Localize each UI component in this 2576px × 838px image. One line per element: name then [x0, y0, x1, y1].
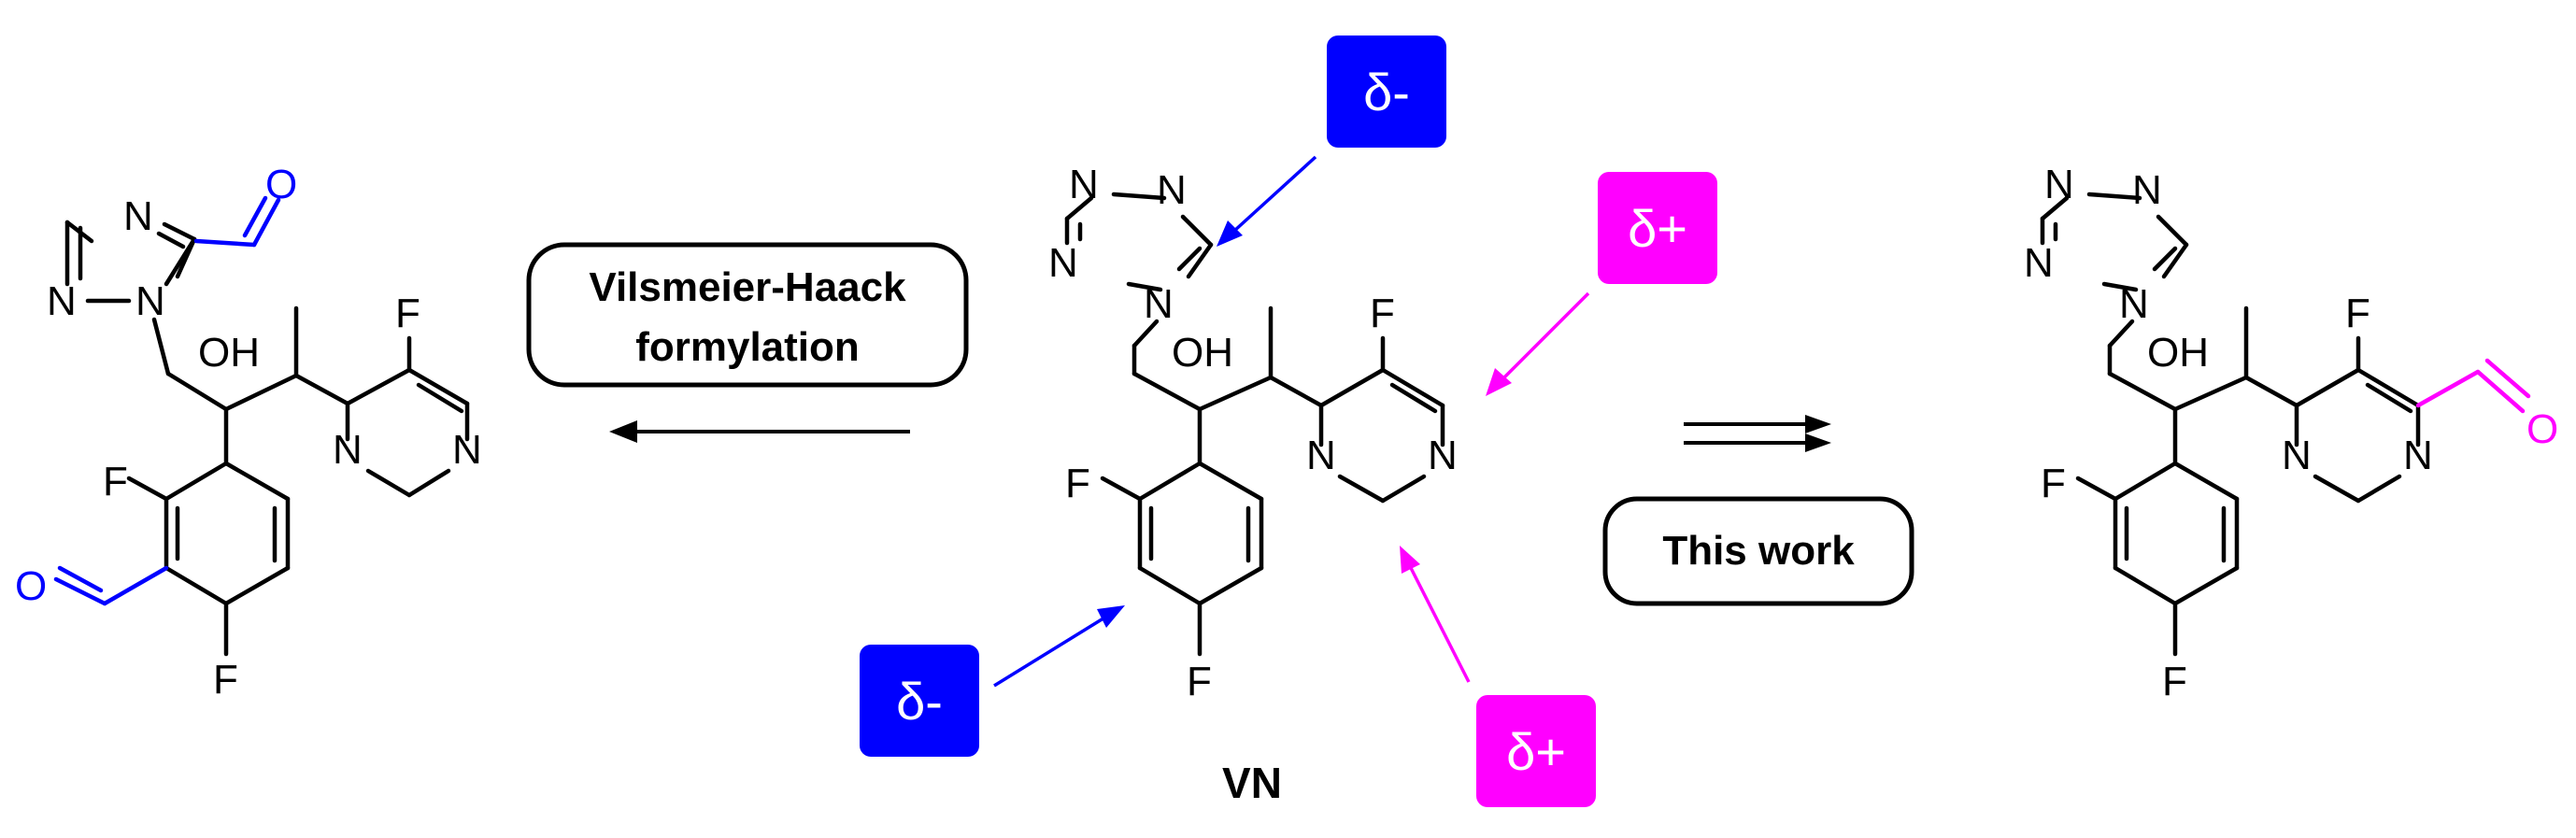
right-hydroxyl: OH — [2147, 330, 2209, 376]
delta-minus-top-arrow — [1231, 155, 1317, 234]
right-atom-n-pyrimidine-1: N — [2282, 433, 2312, 478]
center-atom-n-top-left: N — [1069, 162, 1099, 207]
center-backbone — [1131, 305, 1324, 466]
right-pyrimidine-aldehyde — [2415, 358, 2531, 414]
right-benzene — [2075, 461, 2240, 657]
delta-plus-bottom-label: δ+ — [1506, 722, 1566, 781]
right-atom-n-left: N — [2024, 240, 2054, 286]
delta-minus-bottom-label: δ- — [896, 672, 943, 731]
delta-minus-bottom-arrow — [993, 615, 1107, 688]
right-pyrimidine — [2294, 335, 2421, 504]
delta-plus-top-label: δ+ — [1628, 199, 1687, 258]
center-pyrimidine — [1318, 335, 1445, 504]
left-atom-n-top: N — [123, 193, 153, 239]
right-atom-n-top-left: N — [2044, 162, 2074, 207]
delta-plus-bottom-box — [1476, 695, 1596, 807]
left-triazole — [64, 220, 197, 304]
right-triazole — [2040, 192, 2189, 292]
left-hydroxyl: OH — [198, 330, 260, 376]
left-atom-n-pyrimidine-2: N — [452, 427, 482, 473]
center-triazole — [1064, 192, 1214, 292]
left-atom-f-ortho: F — [103, 459, 128, 504]
reaction-left: Vilsmeier-Haack formylation — [526, 242, 969, 443]
right-atom-n-pyrimidine-2: N — [2403, 433, 2433, 478]
center-molecule-name: VN — [1222, 759, 1282, 807]
right-backbone — [2107, 305, 2299, 466]
left-atom-n-pyrimidine-1: N — [333, 427, 363, 473]
delta-plus-bottom-arrow — [1407, 563, 1471, 683]
center-atom-n-pyrimidine-1: N — [1306, 433, 1336, 478]
reaction-left-arrowhead — [609, 420, 637, 443]
right-atom-o: O — [2526, 406, 2558, 452]
center-atom-f-para: F — [1187, 659, 1212, 704]
center-atom-n-left: N — [1048, 240, 1078, 286]
center-atom-n-bottom: N — [1144, 281, 1174, 327]
reaction-left-label-line2: formylation — [635, 324, 860, 370]
delta-minus-top-label: δ- — [1363, 63, 1410, 121]
delta-plus-top-box — [1598, 172, 1717, 284]
left-atom-f-pyrimidine: F — [395, 291, 420, 336]
right-atom-f-pyrimidine: F — [2345, 291, 2370, 336]
reaction-right-label: This work — [1662, 528, 1855, 574]
delta-minus-top-box — [1327, 36, 1446, 148]
left-atom-o-bottom: O — [15, 563, 47, 609]
center-benzene — [1100, 461, 1264, 657]
right-atom-n-top-right: N — [2132, 167, 2162, 213]
reaction-right-label-box — [1602, 496, 1914, 606]
center-molecule: N N N N OH F N N — [1048, 162, 1458, 807]
left-benzene — [126, 461, 291, 657]
center-atom-n-pyrimidine-2: N — [1428, 433, 1458, 478]
left-backbone — [151, 305, 350, 466]
charge-annotations: δ- δ+ δ- δ+ — [860, 36, 1717, 807]
delta-minus-bottom-box — [860, 645, 979, 757]
delta-minus-bottom-arrowhead — [1097, 605, 1125, 628]
left-benzene-aldehyde — [53, 565, 169, 606]
left-triazole-aldehyde — [193, 195, 281, 248]
reaction-right: This work — [1602, 415, 1914, 606]
delta-plus-top-arrow — [1501, 291, 1590, 381]
reaction-left-label-box — [526, 242, 969, 388]
reaction-left-label-line1: Vilsmeier-Haack — [589, 264, 906, 310]
left-atom-n-bottom: N — [135, 278, 165, 324]
left-atom-o-top: O — [265, 162, 297, 207]
left-atom-n-left: N — [47, 278, 77, 324]
delta-plus-bottom-arrowhead — [1400, 546, 1420, 574]
right-atom-n-bottom: N — [2119, 281, 2149, 327]
center-hydroxyl: OH — [1172, 330, 1233, 376]
left-atom-f-para: F — [213, 657, 238, 703]
right-molecule: N N N N OH F N N — [2024, 162, 2558, 704]
left-pyrimidine — [345, 335, 470, 498]
delta-minus-top-arrowhead — [1217, 220, 1243, 247]
center-atom-f-pyrimidine: F — [1370, 291, 1395, 336]
center-atom-f-ortho: F — [1065, 461, 1090, 506]
left-molecule: N N N O OH F — [15, 162, 482, 703]
center-atom-n-top-right: N — [1157, 167, 1187, 213]
reaction-right-arrowhead-forward — [1805, 415, 1831, 433]
reaction-right-arrowhead-second — [1805, 433, 1831, 452]
delta-plus-top-arrowhead — [1486, 368, 1512, 396]
right-atom-f-ortho: F — [2041, 461, 2066, 506]
right-atom-f-para: F — [2162, 659, 2187, 704]
